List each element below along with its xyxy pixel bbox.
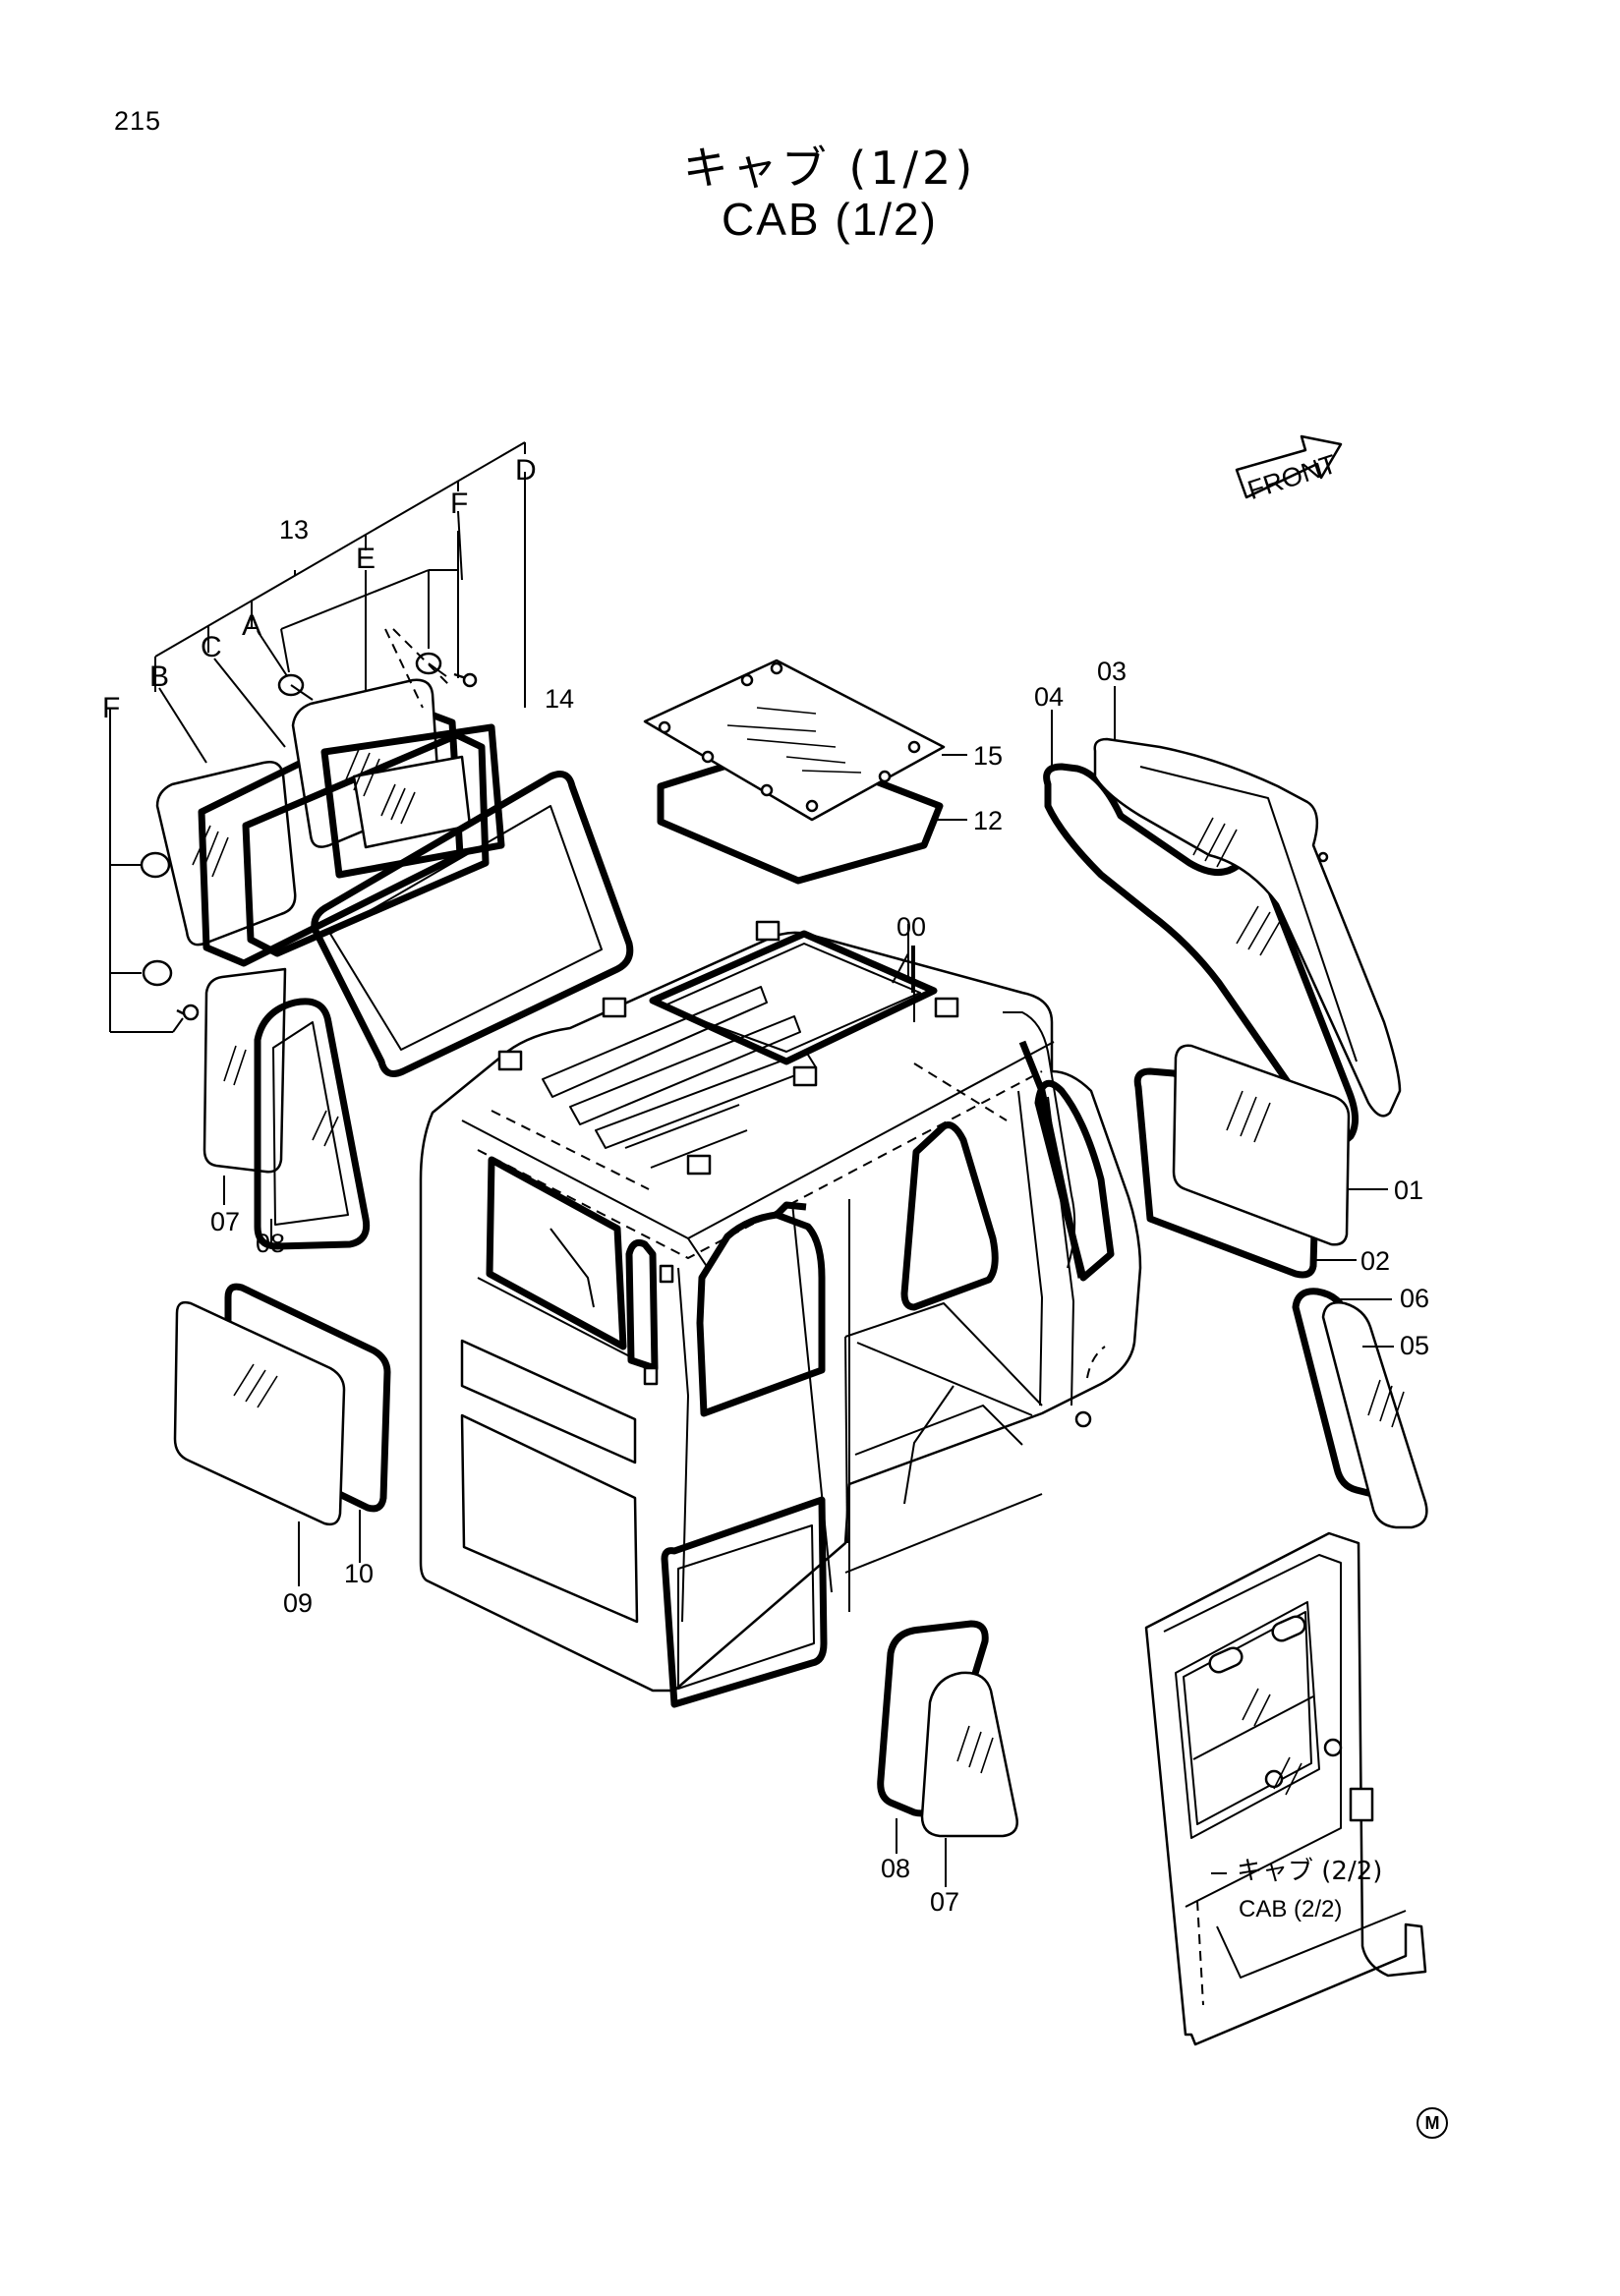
part-label-07-lower: 07 [930, 1887, 959, 1917]
part-label-08-upper: 08 [256, 1229, 285, 1258]
letter-label-f-left: F [102, 692, 120, 724]
letter-label-b: B [149, 660, 169, 693]
page-title: CAB (1/2) [722, 194, 938, 245]
part-label-01: 01 [1394, 1176, 1423, 1205]
part-label-13: 13 [279, 515, 309, 545]
door-reference-panel [1144, 1531, 1427, 2046]
rear-corner-window [877, 1620, 1018, 1887]
part-label-00: 00 [897, 912, 926, 942]
lower-front-window [1133, 1044, 1388, 1279]
letter-label-f-top: F [450, 488, 468, 520]
cab-body [419, 920, 1142, 1708]
right-small-window [1292, 1288, 1428, 1529]
part-label-02: 02 [1360, 1246, 1390, 1276]
part-label-03: 03 [1097, 657, 1127, 686]
front-label: FRONT [1244, 449, 1341, 505]
letter-label-a: A [242, 609, 261, 642]
clip-icon [140, 851, 200, 1021]
letter-label-c: C [201, 631, 222, 663]
roof-window [643, 659, 967, 885]
front-arrow-icon: FRONT [1235, 434, 1343, 505]
part-label-09: 09 [283, 1588, 313, 1618]
front-windshield [1043, 686, 1402, 1146]
reference-label: CAB (2/2) [1239, 1896, 1342, 1923]
left-window-assembly [109, 441, 634, 1250]
reference-label-japanese: キャブ (2/2) [1237, 1857, 1382, 1886]
letter-label-d: D [515, 454, 537, 487]
page-title-japanese: キャブ (1/2) [682, 142, 977, 195]
page-number: 215 [114, 106, 162, 136]
part-label-15: 15 [973, 741, 1003, 771]
left-lower-window [173, 1283, 391, 1586]
part-label-14: 14 [545, 684, 574, 714]
part-label-08-lower: 08 [881, 1854, 910, 1883]
revision-mark: M [1417, 2107, 1448, 2139]
part-label-04: 04 [1034, 682, 1064, 712]
part-label-05: 05 [1400, 1331, 1429, 1360]
part-label-12: 12 [973, 806, 1003, 835]
part-label-06: 06 [1400, 1284, 1429, 1313]
part-label-10: 10 [344, 1559, 374, 1588]
letter-label-e: E [356, 543, 376, 575]
part-label-07-upper: 07 [210, 1207, 240, 1236]
